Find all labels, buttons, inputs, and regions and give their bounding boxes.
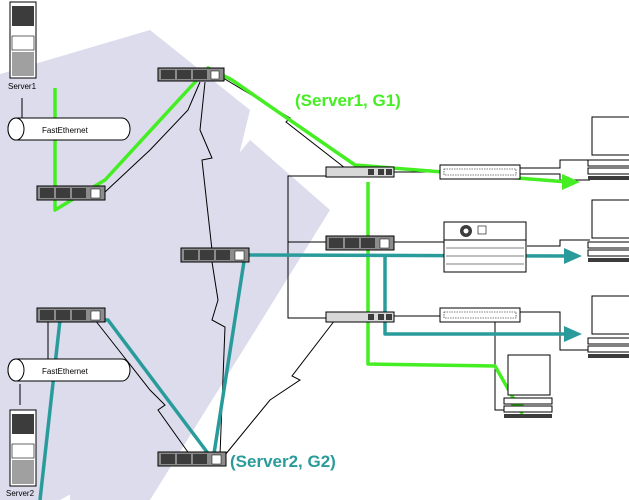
workstation-3 bbox=[587, 295, 629, 358]
server2-label: Server2 bbox=[6, 489, 35, 498]
router-edge-3 bbox=[325, 311, 395, 323]
flow2-path-branch bbox=[383, 256, 568, 336]
link-bottom-to-right bbox=[224, 319, 336, 456]
receivers bbox=[503, 116, 629, 418]
ethernet-bus-2: FastEthernet bbox=[7, 358, 131, 382]
ethernet-bus-icon bbox=[7, 117, 131, 141]
flow2-arrowhead-ws3 bbox=[564, 326, 582, 342]
server-tower-icon bbox=[9, 409, 37, 487]
workstation-icon bbox=[503, 354, 553, 418]
link-hub1-ws1 bbox=[520, 159, 590, 169]
router-icon bbox=[325, 235, 395, 251]
workstation-2 bbox=[587, 199, 629, 262]
router-icon bbox=[36, 185, 106, 201]
link-center-to-bottom bbox=[211, 261, 226, 456]
watermark-background bbox=[0, 30, 330, 500]
link-top-to-left-upper bbox=[104, 81, 201, 193]
ethernet-bus-1-label: FastEthernet bbox=[42, 126, 89, 135]
flow1-path-branch-down bbox=[366, 182, 522, 411]
ethernet-bus-icon bbox=[7, 358, 131, 382]
flow2-label: (Server2, G2) bbox=[230, 452, 336, 471]
workstation-1 bbox=[587, 116, 629, 180]
hubs bbox=[439, 164, 527, 323]
hub-icon bbox=[443, 221, 527, 273]
flow1-label: (Server1, G1) bbox=[295, 91, 401, 110]
router-icon bbox=[157, 451, 227, 467]
server2: Server2 bbox=[6, 409, 37, 498]
router-icon bbox=[36, 307, 106, 323]
hub-icon bbox=[439, 164, 521, 180]
router-icon bbox=[180, 247, 250, 263]
router-icon bbox=[325, 166, 395, 178]
link-top-to-center bbox=[199, 81, 213, 251]
router-left-upper bbox=[36, 185, 106, 201]
server1: Server1 bbox=[8, 1, 37, 91]
router-icon bbox=[157, 67, 225, 82]
router-left-lower bbox=[36, 307, 106, 323]
workstation-icon bbox=[587, 199, 629, 262]
link-backbone-frame bbox=[287, 175, 330, 319]
flow2-arrowhead-ws2 bbox=[564, 248, 582, 264]
workstation-icon bbox=[587, 295, 629, 358]
router-center bbox=[180, 247, 250, 263]
workstation-icon bbox=[587, 116, 629, 180]
link-hub2-ws2 bbox=[527, 239, 590, 247]
watermark-chevron-lower bbox=[70, 140, 330, 500]
router-icon bbox=[325, 311, 395, 323]
hub-2 bbox=[443, 221, 527, 273]
router-bottom bbox=[157, 451, 227, 467]
flow2-path-main bbox=[38, 253, 569, 500]
routers bbox=[36, 67, 395, 467]
hub-1 bbox=[439, 164, 521, 180]
hub-3 bbox=[439, 307, 521, 323]
hub-icon bbox=[439, 307, 521, 323]
ethernet-bus-1: FastEthernet bbox=[7, 117, 131, 141]
watermark-chevron-upper bbox=[0, 30, 250, 500]
ethernet-bus-2-label: FastEthernet bbox=[42, 367, 89, 376]
flow1-arrowhead-ws1 bbox=[562, 174, 580, 190]
server1-label: Server1 bbox=[8, 82, 37, 91]
router-edge-1 bbox=[325, 166, 395, 178]
router-edge-2 bbox=[325, 235, 395, 251]
router-top bbox=[157, 67, 225, 82]
server-tower-icon bbox=[9, 1, 37, 79]
link-hub3-ws3 bbox=[520, 311, 590, 351]
workstation-4 bbox=[503, 354, 553, 418]
flow1-path-main bbox=[53, 66, 569, 212]
link-leftlower-to-bottom bbox=[94, 319, 191, 456]
